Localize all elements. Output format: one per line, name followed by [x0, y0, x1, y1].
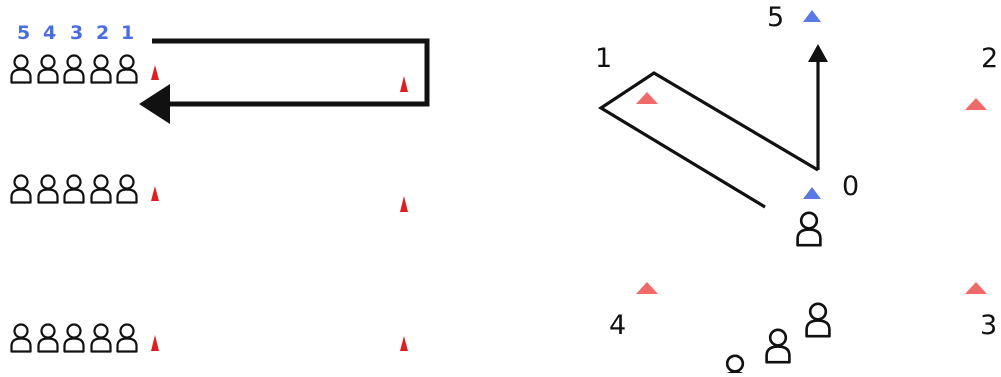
return-route-arrow	[139, 38, 430, 124]
person-icon	[63, 174, 85, 204]
person-icon	[10, 323, 32, 353]
person-icon	[116, 54, 138, 84]
cone-label-3: 3	[980, 310, 998, 341]
cone-icon	[803, 10, 821, 22]
queue-number-3: 3	[70, 22, 84, 44]
player-queue-row-3	[10, 323, 138, 353]
cone-icon	[965, 282, 987, 294]
person-icon	[10, 174, 32, 204]
cone-label-0: 0	[842, 171, 860, 202]
right-cones	[636, 10, 987, 294]
person-icon	[90, 174, 112, 204]
person-icon	[37, 174, 59, 204]
player-queue-row-2	[10, 174, 138, 204]
person-icon	[10, 54, 32, 84]
cone-icon	[636, 92, 658, 104]
arrow-icon	[139, 84, 170, 124]
queue-number-4: 4	[43, 22, 57, 44]
person-icon	[722, 354, 748, 377]
cone-icon	[151, 335, 159, 351]
cone-icon	[151, 186, 159, 201]
person-icon	[116, 323, 138, 353]
person-icon	[90, 54, 112, 84]
cone-icon	[636, 282, 658, 294]
person-icon	[805, 302, 831, 338]
cone-route	[598, 44, 828, 209]
cone-icon	[151, 65, 159, 80]
person-icon	[63, 54, 85, 84]
left-cones	[151, 65, 408, 351]
cone-label-4: 4	[609, 310, 627, 341]
cone-icon	[803, 187, 821, 199]
person-icon	[116, 174, 138, 204]
cone-label-1: 1	[595, 43, 613, 74]
person-icon	[37, 323, 59, 353]
person-icon	[796, 211, 822, 247]
cone-icon	[400, 196, 408, 212]
queue-number-1: 1	[121, 22, 135, 44]
person-icon	[37, 54, 59, 84]
cone-icon	[965, 98, 987, 110]
player-queue-row-1	[10, 54, 138, 84]
queue-number-2: 2	[96, 22, 110, 44]
cone-label-2: 2	[981, 43, 999, 74]
person-icon	[90, 323, 112, 353]
person-icon	[63, 323, 85, 353]
cone-label-5: 5	[767, 2, 785, 33]
queue-number-5: 5	[17, 22, 31, 44]
cone-icon	[400, 336, 408, 351]
cone-icon	[400, 76, 408, 92]
arrow-icon	[808, 44, 828, 62]
person-icon	[765, 328, 791, 364]
